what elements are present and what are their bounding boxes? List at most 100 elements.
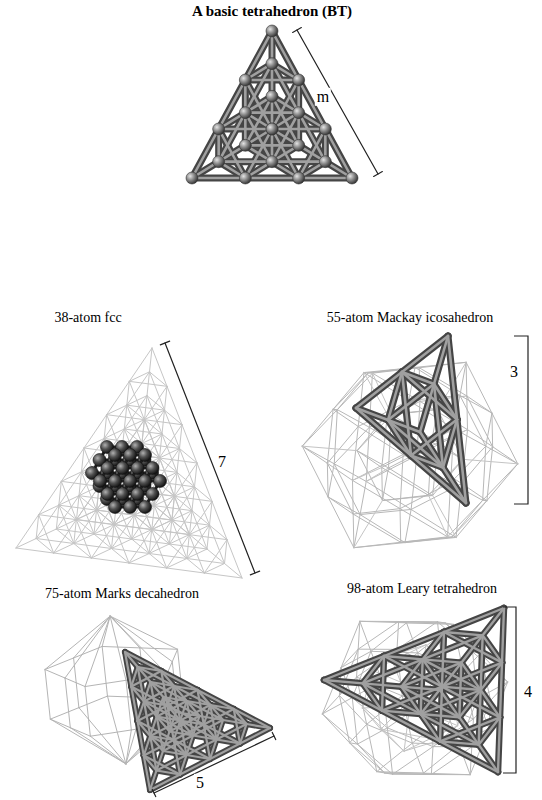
- wire-edge: [400, 454, 403, 508]
- wire-edge: [460, 395, 492, 413]
- wire-edge: [491, 413, 493, 447]
- panel-caption: 38-atom fcc: [54, 310, 121, 326]
- atom-sphere: [139, 500, 152, 513]
- rod-highlight: [299, 129, 326, 178]
- rod-highlight: [442, 687, 500, 718]
- atom-sphere: [266, 123, 278, 135]
- wire-edge: [333, 409, 358, 426]
- wire-edge: [451, 446, 486, 483]
- rod-highlight: [324, 680, 382, 711]
- rod-highlight: [479, 690, 481, 745]
- atom-sphere: [131, 487, 144, 500]
- wire-edge: [327, 463, 329, 497]
- wire-edge: [174, 463, 197, 496]
- rod-shadow: [459, 663, 461, 718]
- wire-edge: [65, 678, 70, 728]
- rod-highlight: [125, 652, 131, 687]
- rod-shadow: [440, 741, 498, 772]
- rod-highlight: [174, 725, 204, 741]
- rod-highlight: [402, 372, 457, 420]
- atom-sphere: [109, 475, 122, 488]
- dimension-m: [293, 28, 383, 177]
- wire-edge: [159, 458, 197, 463]
- rod-shadow: [234, 709, 270, 728]
- wire-edge: [74, 510, 97, 543]
- wire-edge: [467, 396, 493, 447]
- dimension-bracket: [503, 607, 516, 773]
- wire-edge: [366, 468, 388, 481]
- figure-title: A basic tetrahedron (BT): [192, 3, 352, 20]
- rod-shadow: [479, 690, 481, 745]
- wire-edge: [90, 730, 131, 736]
- wire-edge: [167, 535, 190, 568]
- atom-sphere: [213, 123, 225, 135]
- wire-edge: [385, 773, 432, 775]
- rod-highlight: [299, 177, 352, 180]
- atom-sphere: [94, 475, 107, 488]
- wire-edge: [91, 558, 129, 563]
- rod-highlight: [245, 177, 298, 180]
- rod-highlight: [192, 177, 245, 180]
- wire-edge: [327, 463, 353, 514]
- rod-shadow: [382, 656, 384, 711]
- wire-edge: [358, 622, 398, 650]
- atom-sphere: [293, 74, 305, 86]
- rod-highlight: [234, 709, 240, 744]
- dimension-tick: [250, 571, 259, 575]
- wire-edge: [152, 348, 167, 386]
- rod-highlight: [411, 456, 466, 504]
- wire-edge: [70, 728, 90, 737]
- rod-shadow: [198, 690, 234, 709]
- rod-highlight: [382, 687, 442, 711]
- wire-edge: [483, 446, 486, 500]
- rod-highlight: [219, 160, 272, 163]
- rod-shadow: [402, 372, 457, 420]
- rod-shadow: [498, 717, 500, 772]
- wire-edge: [85, 680, 126, 686]
- rod-highlight: [443, 420, 457, 468]
- wire-edge: [227, 540, 242, 578]
- wire-edge: [45, 669, 50, 719]
- wire-edge: [350, 743, 385, 773]
- atom-sphere: [109, 500, 122, 513]
- wire-edge: [204, 540, 227, 573]
- wire-edge: [76, 520, 91, 558]
- wire-edge: [129, 563, 167, 568]
- dimension-tick: [152, 789, 155, 796]
- wire-edge: [54, 553, 92, 558]
- rod-highlight: [388, 372, 402, 420]
- wire-edge: [400, 509, 402, 543]
- wire-edge: [65, 678, 85, 687]
- rod-highlight: [420, 384, 434, 432]
- wire-edge: [401, 537, 452, 542]
- wire-edge: [382, 468, 388, 501]
- wire-edge: [487, 447, 493, 501]
- wire-edge: [140, 648, 178, 649]
- wire-edge: [144, 386, 167, 419]
- rod-highlight: [411, 456, 443, 468]
- wire-edge: [16, 548, 54, 553]
- rod-highlight: [245, 129, 272, 178]
- rod-shadow: [161, 671, 197, 690]
- atom-sphere: [239, 107, 251, 119]
- rod-highlight: [388, 384, 434, 420]
- wire-edge: [431, 747, 433, 775]
- wire-edge: [405, 537, 452, 542]
- mackay-panel: [302, 336, 518, 548]
- wire-edge: [399, 622, 446, 624]
- wire-edge: [354, 501, 383, 548]
- atom-sphere: [124, 449, 137, 462]
- atom-sphere: [293, 139, 305, 151]
- dimension-tick: [160, 341, 169, 345]
- rod-highlight: [384, 632, 444, 656]
- dimension-7: [160, 341, 259, 575]
- atom-sphere: [154, 475, 167, 488]
- wire-edge: [401, 542, 405, 543]
- atom-sphere: [109, 449, 122, 462]
- rod-highlight: [204, 709, 234, 725]
- wire-edge: [61, 481, 76, 519]
- wire-edge: [129, 530, 152, 563]
- rod-shadow: [299, 175, 352, 182]
